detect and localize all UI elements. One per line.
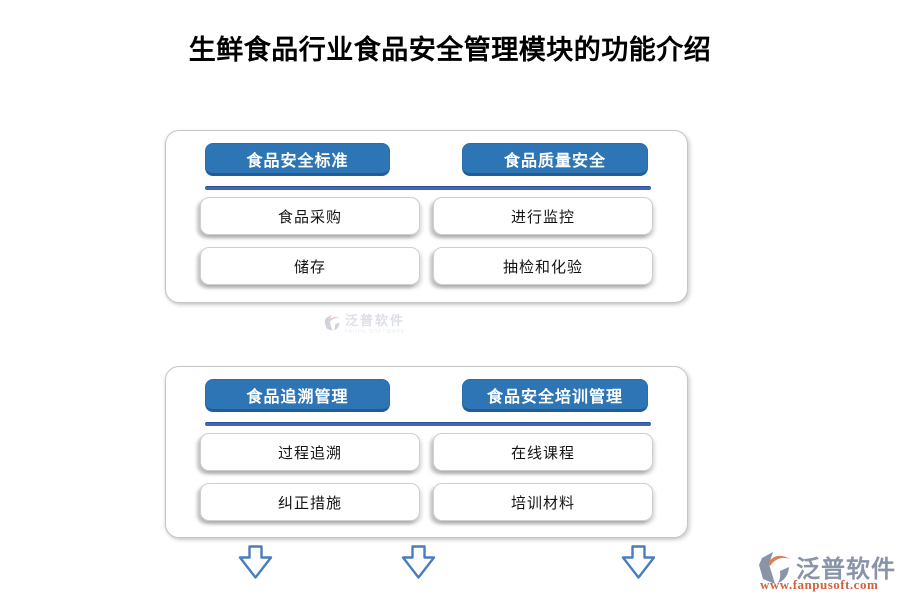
down-arrow-icon xyxy=(620,544,657,580)
feature-panel-trace-training: 食品追溯管理 食品安全培训管理 过程追溯 在线课程 纠正措施 培训材料 xyxy=(165,366,688,538)
fanpu-watermark-logo-icon xyxy=(322,314,342,332)
feature-item-button[interactable]: 纠正措施 xyxy=(200,483,420,521)
header-divider-line xyxy=(205,422,651,426)
category-header-button[interactable]: 食品安全培训管理 xyxy=(462,379,648,412)
header-divider-line xyxy=(205,186,651,190)
footer-logo: 泛普软件 www.fanpusoft.com xyxy=(754,548,896,594)
fanpu-logo-icon xyxy=(754,550,794,586)
feature-item-button[interactable]: 在线课程 xyxy=(433,433,653,471)
feature-item-button[interactable]: 储存 xyxy=(200,247,420,285)
category-header-button[interactable]: 食品追溯管理 xyxy=(205,379,390,412)
feature-item-button[interactable]: 培训材料 xyxy=(433,483,653,521)
watermark-brand-text: 泛普软件 xyxy=(345,313,406,328)
feature-item-button[interactable]: 抽检和化验 xyxy=(433,247,653,285)
category-header-button[interactable]: 食品安全标准 xyxy=(205,143,390,176)
feature-item-button[interactable]: 食品采购 xyxy=(200,197,420,235)
down-arrow-icon xyxy=(237,544,274,580)
feature-item-button[interactable]: 进行监控 xyxy=(433,197,653,235)
watermark-subtitle-text: FANPU SOFTWARE xyxy=(345,329,406,335)
brand-url-text: www.fanpusoft.com xyxy=(760,577,879,592)
watermark: 泛普软件 FANPU SOFTWARE xyxy=(322,310,405,335)
down-arrow-icon xyxy=(400,544,437,580)
brand-name-text: 泛普软件 xyxy=(796,556,896,583)
page-title: 生鲜食品行业食品安全管理模块的功能介绍 xyxy=(188,35,712,65)
feature-panel-food-safety: 食品安全标准 食品质量安全 食品采购 进行监控 储存 抽检和化验 xyxy=(165,130,688,303)
feature-item-button[interactable]: 过程追溯 xyxy=(200,433,420,471)
category-header-button[interactable]: 食品质量安全 xyxy=(462,143,648,176)
